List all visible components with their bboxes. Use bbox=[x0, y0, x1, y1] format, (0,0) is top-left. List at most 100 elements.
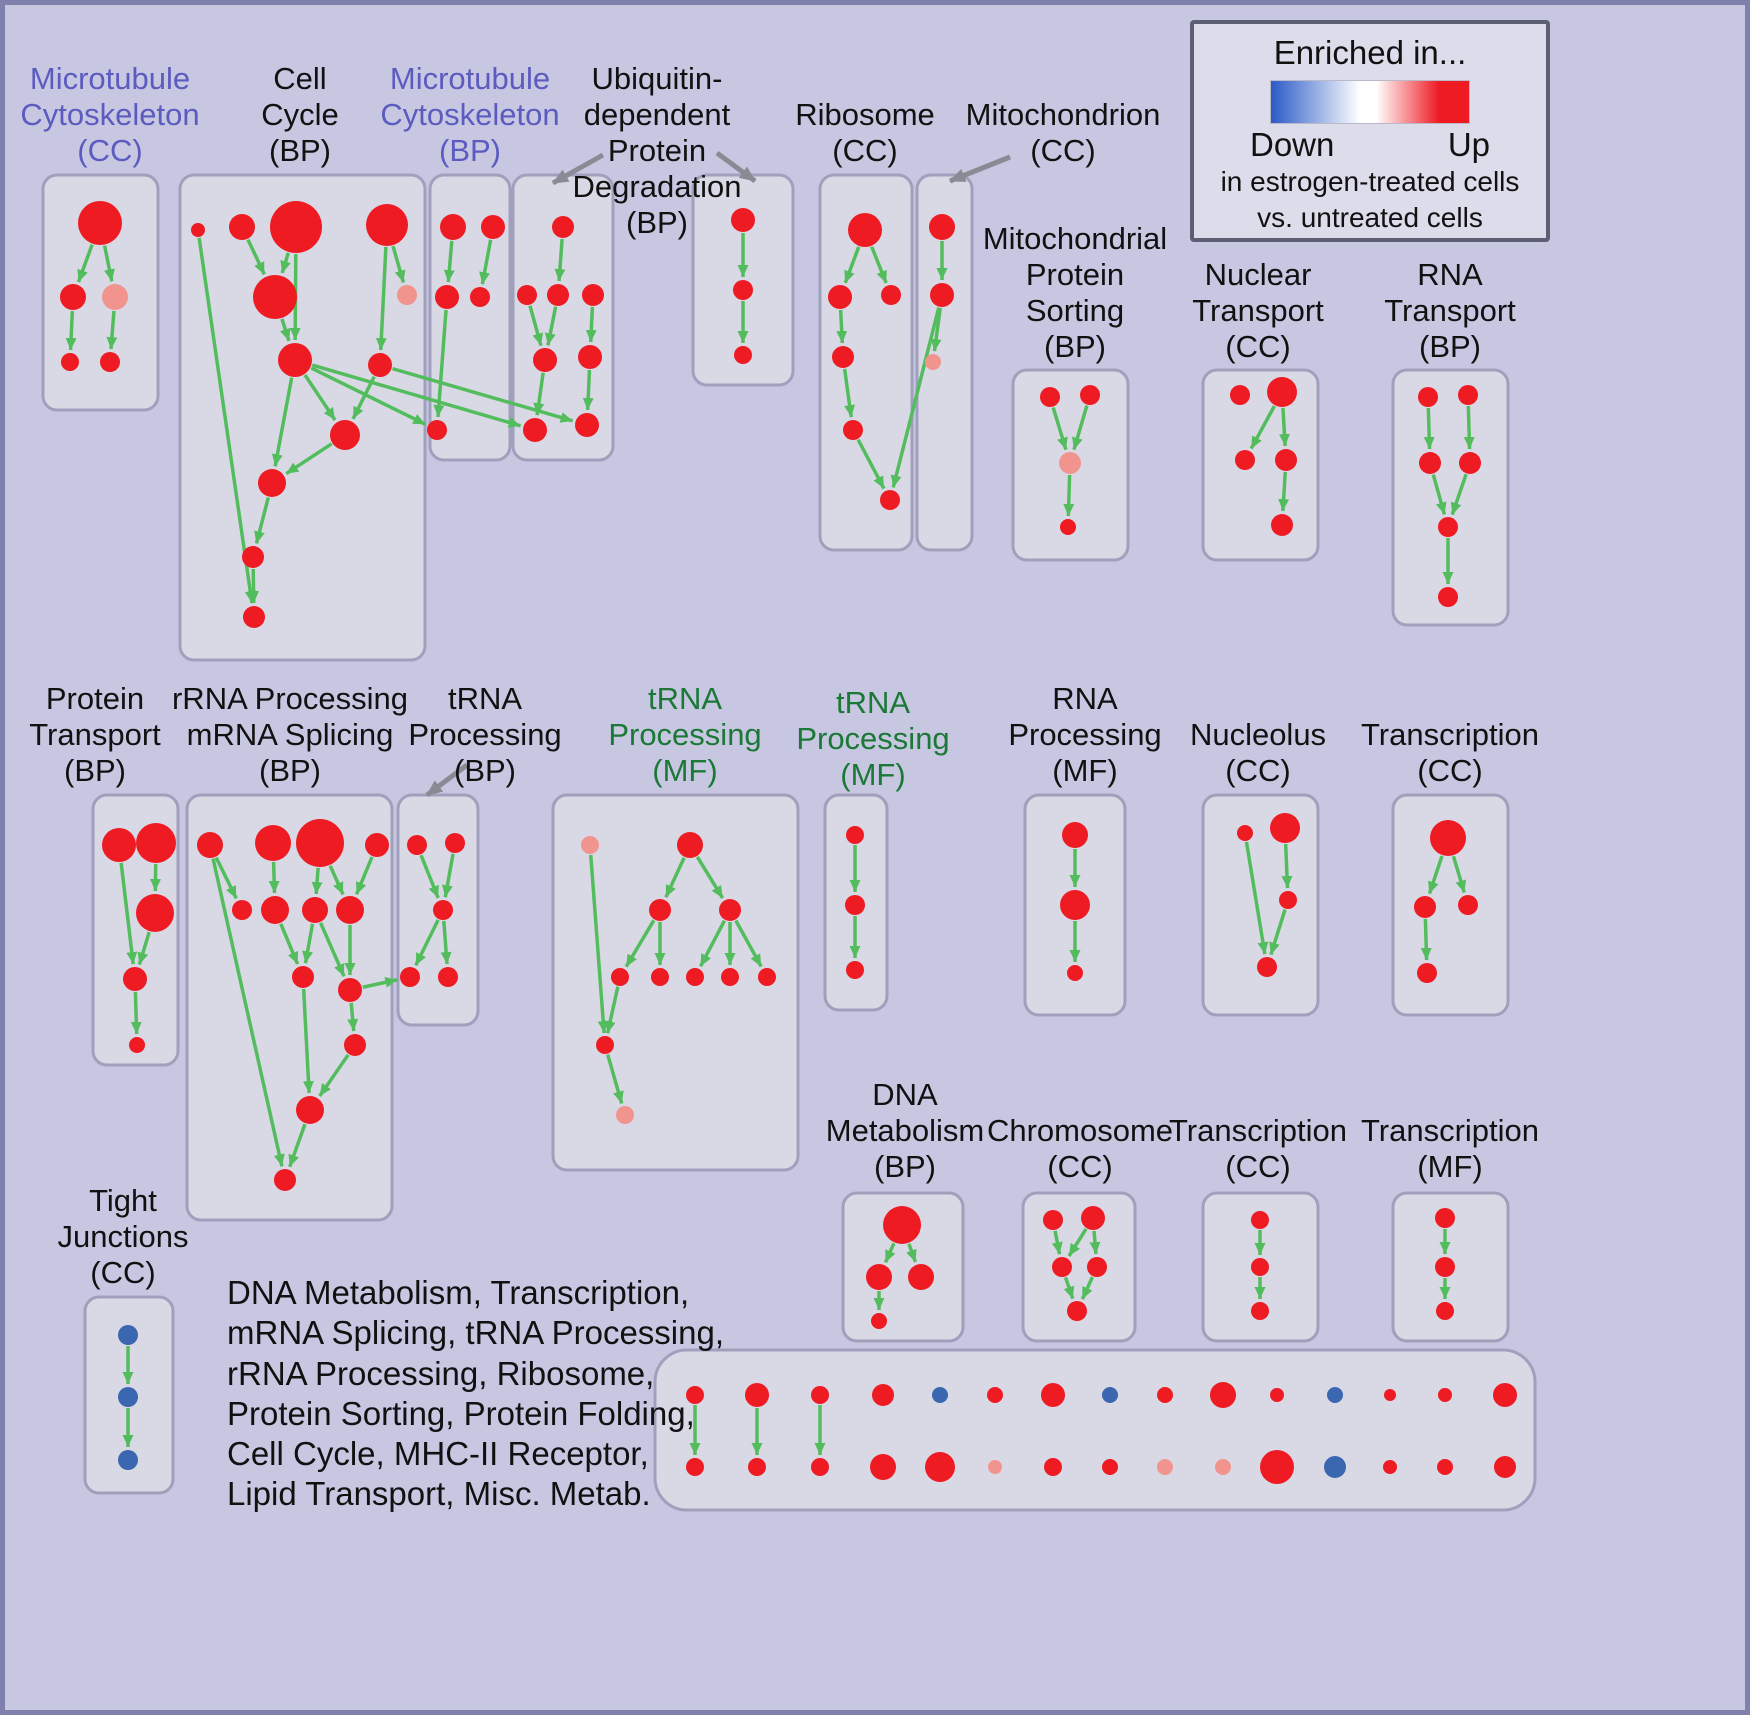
gene-node[interactable] bbox=[1270, 1388, 1284, 1402]
gene-node[interactable] bbox=[832, 346, 854, 368]
gene-node[interactable] bbox=[1251, 1258, 1269, 1276]
gene-node[interactable] bbox=[987, 1387, 1003, 1403]
gene-node[interactable] bbox=[232, 900, 252, 920]
gene-node[interactable] bbox=[731, 208, 755, 232]
gene-node[interactable] bbox=[1458, 895, 1478, 915]
gene-node[interactable] bbox=[1157, 1387, 1173, 1403]
gene-node[interactable] bbox=[925, 1452, 955, 1482]
gene-node[interactable] bbox=[1059, 452, 1081, 474]
gene-node[interactable] bbox=[533, 348, 557, 372]
gene-node[interactable] bbox=[1438, 587, 1458, 607]
gene-node[interactable] bbox=[1210, 1382, 1236, 1408]
gene-node[interactable] bbox=[296, 819, 344, 867]
gene-node[interactable] bbox=[871, 1313, 887, 1329]
gene-node[interactable] bbox=[686, 1386, 704, 1404]
gene-node[interactable] bbox=[1067, 965, 1083, 981]
gene-node[interactable] bbox=[435, 285, 459, 309]
gene-node[interactable] bbox=[1419, 452, 1441, 474]
gene-node[interactable] bbox=[870, 1454, 896, 1480]
gene-node[interactable] bbox=[1430, 820, 1466, 856]
gene-node[interactable] bbox=[758, 968, 776, 986]
gene-node[interactable] bbox=[427, 420, 447, 440]
gene-node[interactable] bbox=[1267, 377, 1297, 407]
gene-node[interactable] bbox=[481, 215, 505, 239]
gene-node[interactable] bbox=[1384, 1389, 1396, 1401]
gene-node[interactable] bbox=[102, 284, 128, 310]
gene-node[interactable] bbox=[197, 832, 223, 858]
gene-node[interactable] bbox=[242, 546, 264, 568]
gene-node[interactable] bbox=[1044, 1458, 1062, 1476]
gene-node[interactable] bbox=[517, 285, 537, 305]
gene-node[interactable] bbox=[330, 420, 360, 450]
gene-node[interactable] bbox=[677, 832, 703, 858]
gene-node[interactable] bbox=[811, 1458, 829, 1476]
gene-node[interactable] bbox=[1271, 514, 1293, 536]
gene-node[interactable] bbox=[733, 280, 753, 300]
gene-node[interactable] bbox=[1043, 1210, 1063, 1230]
gene-node[interactable] bbox=[302, 897, 328, 923]
gene-node[interactable] bbox=[118, 1450, 138, 1470]
gene-node[interactable] bbox=[258, 469, 286, 497]
gene-node[interactable] bbox=[1417, 963, 1437, 983]
gene-node[interactable] bbox=[438, 967, 458, 987]
gene-node[interactable] bbox=[344, 1034, 366, 1056]
gene-node[interactable] bbox=[274, 1169, 296, 1191]
gene-node[interactable] bbox=[100, 352, 120, 372]
gene-node[interactable] bbox=[400, 967, 420, 987]
gene-node[interactable] bbox=[1041, 1383, 1065, 1407]
gene-node[interactable] bbox=[1383, 1460, 1397, 1474]
gene-node[interactable] bbox=[1062, 822, 1088, 848]
gene-node[interactable] bbox=[270, 201, 322, 253]
gene-node[interactable] bbox=[616, 1106, 634, 1124]
gene-node[interactable] bbox=[253, 275, 297, 319]
gene-node[interactable] bbox=[1237, 825, 1253, 841]
gene-node[interactable] bbox=[611, 968, 629, 986]
gene-node[interactable] bbox=[440, 214, 466, 240]
gene-node[interactable] bbox=[397, 285, 417, 305]
gene-node[interactable] bbox=[366, 204, 408, 246]
gene-node[interactable] bbox=[686, 968, 704, 986]
gene-node[interactable] bbox=[1251, 1302, 1269, 1320]
gene-node[interactable] bbox=[719, 899, 741, 921]
gene-node[interactable] bbox=[575, 413, 599, 437]
gene-node[interactable] bbox=[745, 1383, 769, 1407]
gene-node[interactable] bbox=[191, 223, 205, 237]
gene-node[interactable] bbox=[1493, 1383, 1517, 1407]
gene-node[interactable] bbox=[407, 835, 427, 855]
gene-node[interactable] bbox=[596, 1036, 614, 1054]
gene-node[interactable] bbox=[582, 284, 604, 306]
gene-node[interactable] bbox=[930, 283, 954, 307]
gene-node[interactable] bbox=[136, 823, 176, 863]
gene-node[interactable] bbox=[1080, 385, 1100, 405]
gene-node[interactable] bbox=[102, 828, 136, 862]
gene-node[interactable] bbox=[846, 826, 864, 844]
gene-node[interactable] bbox=[1435, 1208, 1455, 1228]
gene-node[interactable] bbox=[278, 343, 312, 377]
gene-node[interactable] bbox=[1235, 450, 1255, 470]
gene-node[interactable] bbox=[136, 894, 174, 932]
gene-node[interactable] bbox=[60, 284, 86, 310]
gene-node[interactable] bbox=[828, 285, 852, 309]
gene-node[interactable] bbox=[1052, 1257, 1072, 1277]
gene-node[interactable] bbox=[811, 1386, 829, 1404]
gene-node[interactable] bbox=[686, 1458, 704, 1476]
gene-node[interactable] bbox=[649, 899, 671, 921]
gene-node[interactable] bbox=[748, 1458, 766, 1476]
gene-node[interactable] bbox=[1060, 519, 1076, 535]
gene-node[interactable] bbox=[925, 354, 941, 370]
gene-node[interactable] bbox=[1438, 517, 1458, 537]
gene-node[interactable] bbox=[843, 420, 863, 440]
gene-node[interactable] bbox=[1230, 385, 1250, 405]
gene-node[interactable] bbox=[470, 287, 490, 307]
gene-node[interactable] bbox=[651, 968, 669, 986]
gene-node[interactable] bbox=[1275, 449, 1297, 471]
gene-node[interactable] bbox=[883, 1206, 921, 1244]
gene-node[interactable] bbox=[1459, 452, 1481, 474]
gene-node[interactable] bbox=[1418, 387, 1438, 407]
gene-node[interactable] bbox=[845, 895, 865, 915]
gene-node[interactable] bbox=[1279, 891, 1297, 909]
gene-node[interactable] bbox=[721, 968, 739, 986]
gene-node[interactable] bbox=[296, 1096, 324, 1124]
gene-node[interactable] bbox=[1251, 1211, 1269, 1229]
gene-node[interactable] bbox=[932, 1387, 948, 1403]
